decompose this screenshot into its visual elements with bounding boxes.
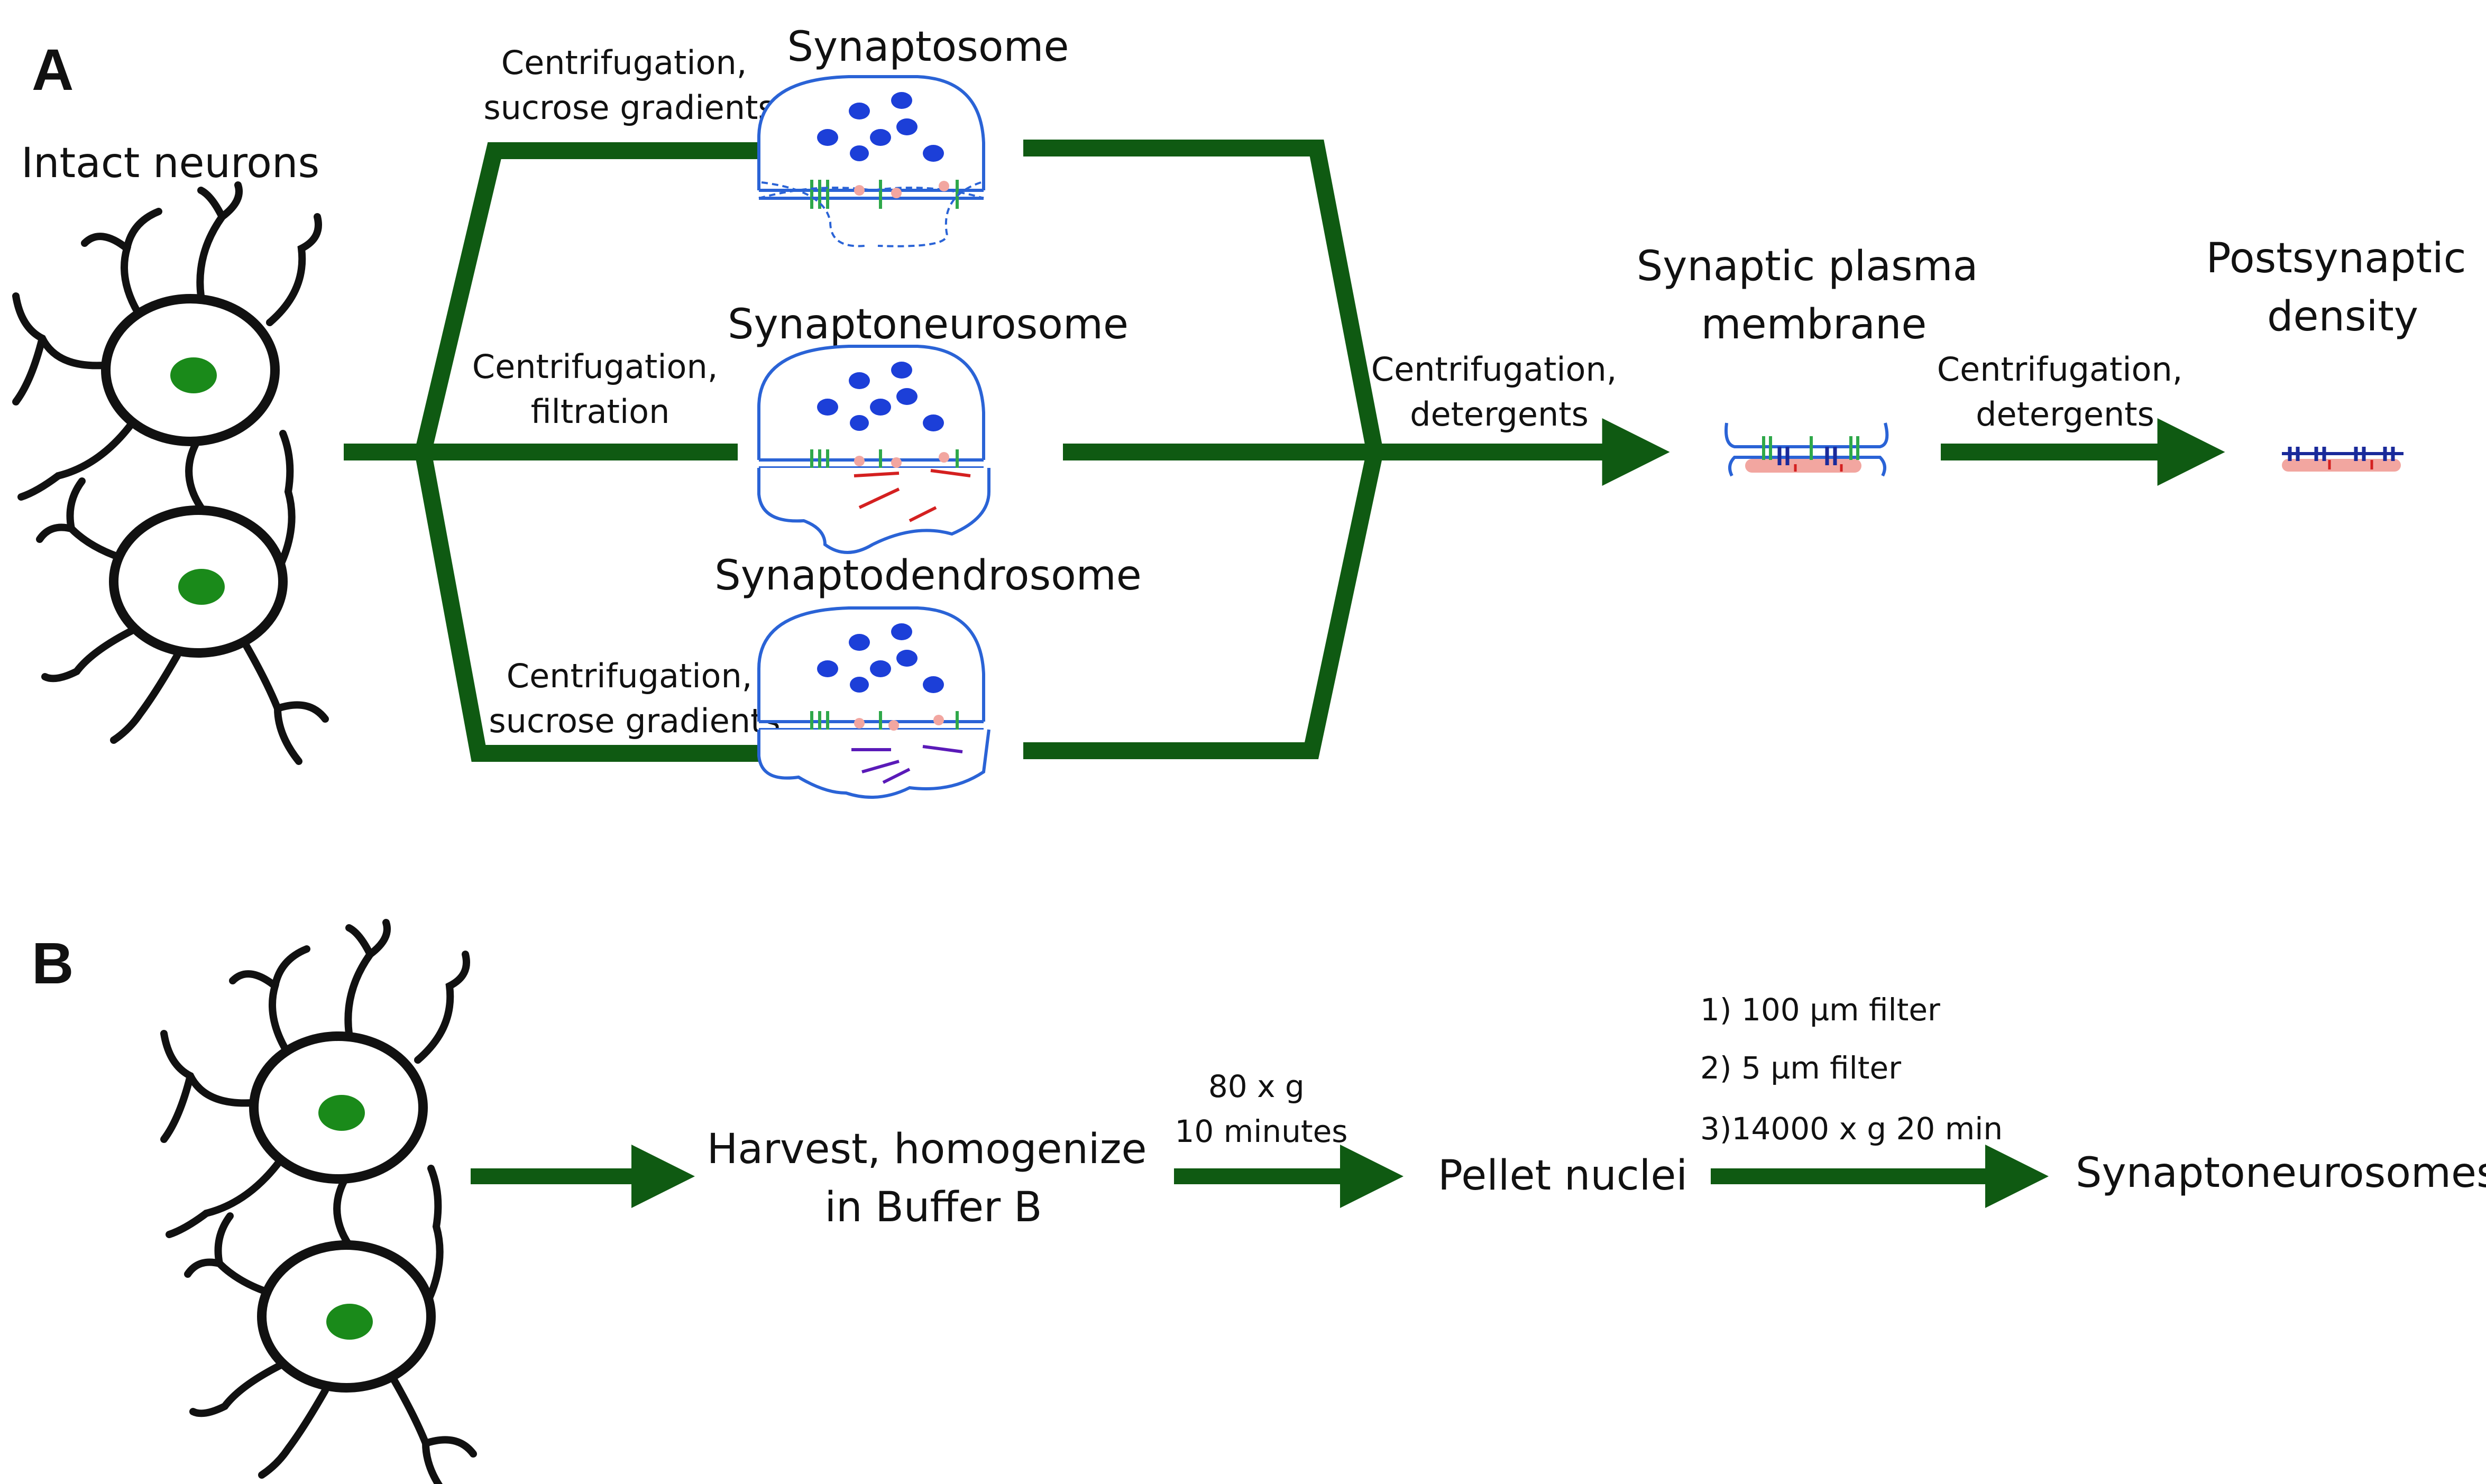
intact-neurons-label: Intact neurons	[21, 140, 319, 187]
bottom-branch-method: Centrifugation, sucrose gradients	[489, 657, 780, 740]
synaptoneurosome-title: Synaptoneurosome	[728, 301, 1129, 348]
neuron-cell-icon	[188, 1168, 473, 1484]
neuron-cell-icon	[164, 923, 466, 1245]
synaptodendrosome-title: Synaptodendrosome	[714, 552, 1142, 600]
middle-branch-method: Centrifugation, filtration	[472, 347, 728, 431]
synaptic-plasma-membrane-graphic	[1724, 422, 1889, 477]
synaptoneurosome-graphic	[757, 346, 990, 554]
synaptodendrosome-graphic	[757, 608, 990, 799]
synaptosome-title: Synaptosome	[787, 23, 1069, 71]
synaptoneurosomes-result: Synaptoneurosomes	[2076, 1149, 2486, 1197]
to-spm-method: Centrifugation, detergents	[1371, 350, 1627, 434]
spin-conditions: 80 x g 10 minutes	[1175, 1068, 1347, 1149]
postsynaptic-density-graphic	[2282, 447, 2404, 472]
pellet-step: Pellet nuclei	[1438, 1152, 1687, 1200]
panel-a-label: A	[32, 38, 74, 103]
neuron-cell-icon	[40, 434, 325, 761]
filter-steps: 1) 100 µm filter 2) 5 µm filter 3)14000 …	[1700, 992, 2003, 1147]
synaptic-plasma-membrane-title: Synaptic plasma membrane	[1637, 243, 1992, 348]
panel-b-label: B	[32, 931, 74, 996]
postsynaptic-density-title: Postsynaptic density	[2206, 235, 2480, 340]
synaptosome-graphic	[759, 77, 984, 247]
neuron-cell-icon	[16, 185, 318, 508]
top-branch-method: Centrifugation, sucrose gradients	[483, 43, 775, 127]
to-psd-method: Centrifugation, detergents	[1937, 350, 2193, 434]
harvest-step: Harvest, homogenize in Buffer B	[707, 1126, 1160, 1231]
